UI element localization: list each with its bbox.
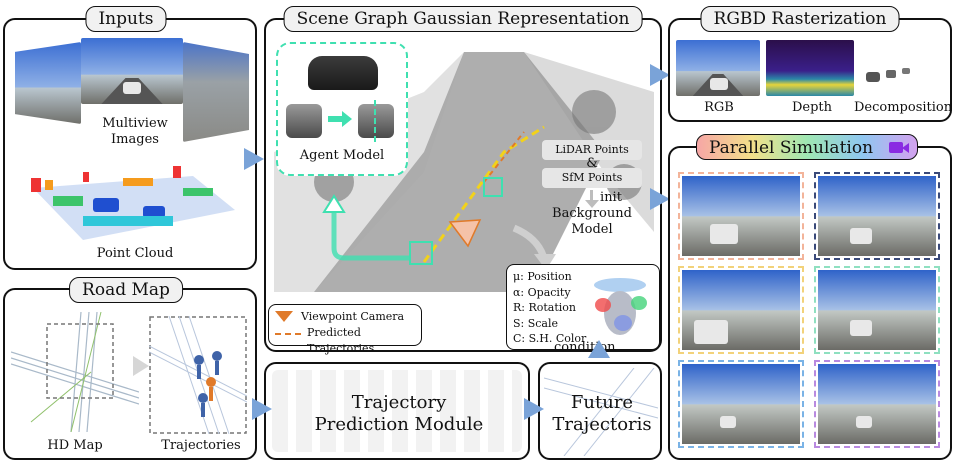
- sfm-points-box: SfM Points: [542, 168, 642, 188]
- attr-position: μ: Position: [513, 270, 572, 283]
- parallel-title-text: Parallel Simulation: [709, 138, 874, 158]
- init-label: init: [600, 190, 622, 205]
- attr-opacity: α: Opacity: [513, 285, 571, 299]
- sim-frame-2: [814, 172, 940, 260]
- sim-frame-4: [814, 266, 940, 354]
- scene-to-parallel-arrow: [650, 188, 670, 210]
- future-trajectory-lines: [544, 368, 658, 456]
- movie-camera-icon: [889, 142, 903, 153]
- agent-model-box: Agent Model: [276, 42, 408, 176]
- scene-to-rgbd-arrow: [650, 64, 670, 86]
- trajectory-module-label: Trajectory Prediction Module: [314, 392, 484, 435]
- future-trajectories-label: Future Trajectoris: [552, 392, 652, 435]
- multiview-center-image: [81, 38, 183, 104]
- predicted-trajectory-icon: [275, 333, 301, 335]
- module-background-pattern: [272, 370, 522, 452]
- decomposition-image: [866, 68, 910, 82]
- attr-rotation: R: Rotation: [513, 301, 577, 314]
- legend-predicted-trajectories: Predicted Trajectories: [307, 326, 375, 355]
- multiview-left-image: [15, 42, 81, 124]
- inputs-title: Inputs: [85, 6, 167, 32]
- hd-map-image: [11, 312, 139, 432]
- rgb-image: [676, 40, 760, 96]
- rgbd-title: RGBD Rasterization: [700, 6, 900, 32]
- road-map-title: Road Map: [69, 277, 183, 303]
- depth-image: [766, 40, 854, 96]
- legend-viewpoint-camera: Viewpoint Camera: [301, 310, 405, 323]
- init-arrow: [590, 190, 593, 202]
- sim-frame-1: [678, 172, 804, 260]
- agent-car-back-right: [358, 104, 394, 138]
- map-to-trajectory-arrow: [133, 356, 149, 376]
- trajectory-prediction-module: Trajectory Prediction Module: [264, 362, 530, 460]
- multiview-images-label: Multiview Images: [102, 116, 168, 147]
- scene-graph-title: Scene Graph Gaussian Representation: [283, 6, 643, 32]
- agent-car-image: [308, 56, 378, 90]
- point-cloud-image: [31, 166, 235, 240]
- inputs-panel: Multiview Images Point Cloud: [3, 18, 257, 270]
- parallel-simulation-panel: [668, 146, 952, 460]
- rgbd-panel: RGB Depth Decomposition: [668, 18, 952, 122]
- future-to-gaussian-arrow: [588, 340, 610, 358]
- attr-scale: S: Scale: [513, 316, 559, 330]
- road-map-panel: HD Map Trajectories: [3, 288, 257, 460]
- attr-color: C: S.H. Color: [513, 332, 587, 345]
- agent-model-label: Agent Model: [299, 148, 385, 163]
- rgb-label: RGB: [704, 100, 734, 115]
- future-trajectories-panel: Future Trajectoris: [538, 362, 662, 460]
- depth-label: Depth: [791, 100, 833, 115]
- point-cloud-label: Point Cloud: [96, 246, 174, 261]
- scene-graph-panel: Agent Model LiDAR Points & SfM Points in…: [264, 18, 662, 355]
- gaussian-attributes-box: μ: Position α: Opacity R: Rotation S: Sc…: [506, 264, 660, 350]
- lidar-points-box: LiDAR Points: [542, 140, 642, 160]
- ampersand: &: [586, 156, 598, 171]
- multiview-right-image: [183, 42, 249, 142]
- agent-car-back-left: [286, 104, 322, 138]
- gaussian-ellipsoid-icon: [594, 278, 647, 335]
- trajectories-image: [149, 316, 247, 434]
- roadmap-to-module-arrow: [252, 398, 272, 420]
- sim-frame-6: [814, 360, 940, 448]
- sim-frame-3: [678, 266, 804, 354]
- scene-legend: Viewpoint Camera Predicted Trajectories: [268, 304, 422, 355]
- module-to-future-arrow: [524, 398, 544, 420]
- inputs-to-scene-arrow: [244, 148, 264, 170]
- parallel-simulation-title: Parallel Simulation: [696, 134, 918, 160]
- sim-frame-5: [678, 360, 804, 448]
- trajectories-label: Trajectories: [161, 438, 241, 453]
- background-model-label: Background Model: [552, 206, 632, 237]
- decomposition-label: Decomposition: [854, 100, 953, 115]
- hd-map-label: HD Map: [47, 438, 103, 453]
- viewpoint-camera-icon: [275, 311, 293, 322]
- agent-transform-arrow: [328, 116, 342, 122]
